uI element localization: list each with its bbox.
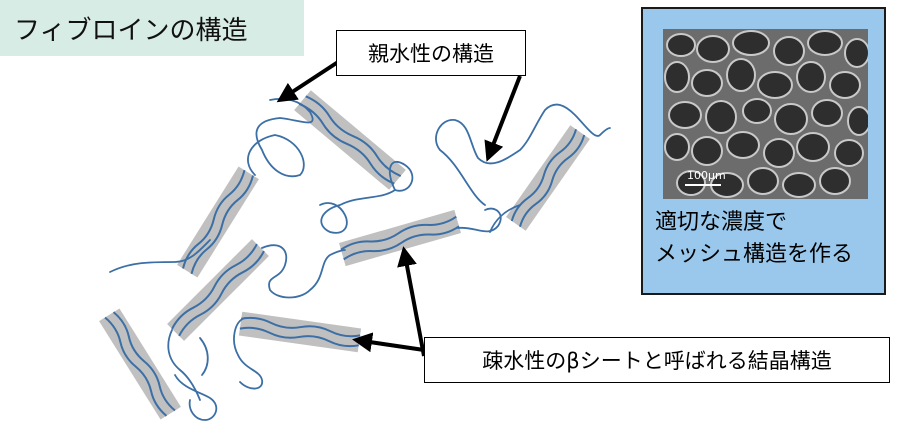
mesh-structure-panel: 100μm 適切な濃度で メッシュ構造を作る xyxy=(641,7,886,295)
arrow-to-hydrophilic-right xyxy=(484,75,522,162)
random-coil-chain xyxy=(109,239,211,273)
scale-bar-label: 100μm xyxy=(687,169,726,182)
random-coil-chain xyxy=(199,337,209,376)
beta-sheet-band xyxy=(167,239,269,341)
random-coil-chain xyxy=(233,317,263,390)
random-coil-chain xyxy=(247,98,314,178)
mesh-caption-line-1: 適切な濃度で xyxy=(655,210,788,235)
random-coil-chain xyxy=(435,103,611,206)
sem-micrograph-image: 100μm xyxy=(663,29,868,199)
random-coil-chain xyxy=(457,207,502,233)
hydrophobic-beta-sheet-callout: 疎水性のβシートと呼ばれる結晶構造 xyxy=(424,337,890,383)
hydrophilic-chains xyxy=(109,98,611,421)
beta-sheet-band xyxy=(506,125,590,231)
hydrophobic-callout-label: 疎水性のβシートと呼ばれる結晶構造 xyxy=(482,349,832,373)
beta-sheet-band xyxy=(294,90,406,190)
porous-mesh-texture xyxy=(663,29,868,199)
random-coil-chain xyxy=(489,204,521,233)
beta-sheet-band xyxy=(177,166,259,278)
beta-sheet-band xyxy=(99,308,181,420)
beta-sheet-bands xyxy=(99,90,590,420)
random-coil-chain xyxy=(174,374,218,421)
scale-bar xyxy=(685,184,721,186)
mesh-caption-line-2: メッシュ構造を作る xyxy=(655,242,854,267)
hydrophilic-structure-callout: 親水性の構造 xyxy=(336,30,526,76)
arrow-to-hydrophilic-left xyxy=(276,60,340,103)
page-title: フィブロインの構造 xyxy=(14,15,248,46)
mesh-caption: 適切な濃度で メッシュ構造を作る xyxy=(655,207,880,271)
arrow-to-beta-sheet-bottom xyxy=(352,332,425,353)
random-coil-chain xyxy=(261,244,346,299)
beta-sheet-band xyxy=(238,311,362,353)
arrow-to-beta-sheet-center xyxy=(397,246,426,357)
beta-sheet-band xyxy=(339,209,461,267)
pointer-arrows xyxy=(276,60,522,357)
random-coil-chain xyxy=(388,160,414,192)
hydrophilic-callout-label: 親水性の構造 xyxy=(368,42,494,66)
page-title-box: フィブロインの構造 xyxy=(0,0,304,56)
random-coil-chain xyxy=(319,189,396,234)
